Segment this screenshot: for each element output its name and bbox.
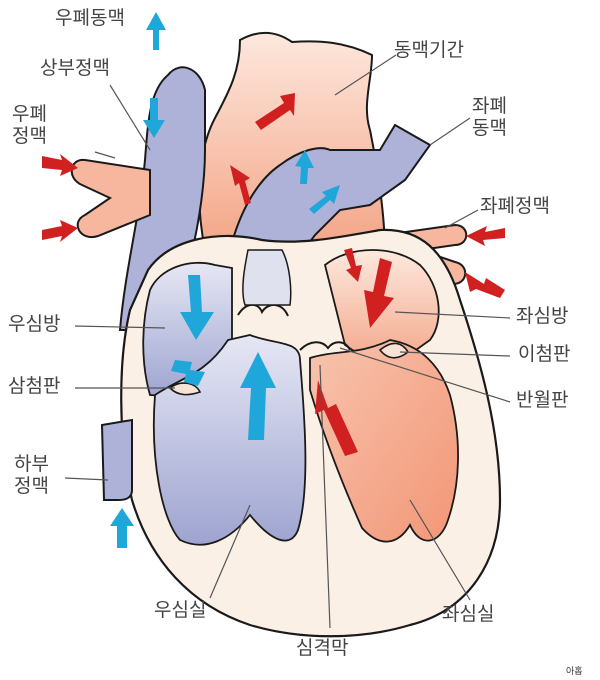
arrow-in-left-pulmonary-vein-bottom <box>465 272 505 298</box>
semilunar-valve-left <box>299 341 351 351</box>
label-superior-vena-cava: 상부정맥 <box>40 57 110 79</box>
arrow-up-aorta <box>255 93 295 130</box>
label-mitral-valve: 이첨판 <box>518 343 571 365</box>
arrow-down-right-atrium <box>180 275 214 340</box>
leader-lines <box>64 54 511 629</box>
arrow-down-superior-vena-cava <box>143 98 165 138</box>
label-septum: 심격막 <box>296 637 349 659</box>
arrow-up-ascending-aorta <box>230 165 251 205</box>
arrow-up-pulmonary-artery <box>146 12 166 50</box>
label-right-atrium: 우심방 <box>8 313 61 335</box>
arrow-curl-right-atrium <box>171 360 205 386</box>
label-tricuspid-valve: 삼첨판 <box>8 375 61 397</box>
left-ventricle-chamber <box>309 339 459 543</box>
label-right-ventricle: 우심실 <box>154 599 207 621</box>
arrow-in-right-pulmonary-vein-bottom <box>42 220 78 242</box>
arrow-pulmonary-left <box>309 185 340 214</box>
blue-flow-arrows <box>110 12 340 548</box>
arrow-in-left-pulmonary-vein-top <box>466 226 505 246</box>
label-left-pulmonary-vein: 좌폐정맥 <box>480 195 550 217</box>
tricuspid-valve <box>168 382 202 396</box>
red-flow-arrows <box>42 93 505 456</box>
label-inferior-vena-cava: 하부 정맥 <box>14 453 49 497</box>
label-aorta: 동맥기간 <box>394 39 464 61</box>
label-left-pulmonary-artery: 좌폐 동맥 <box>472 95 507 139</box>
arrow-up-inferior-vena-cava <box>110 508 134 548</box>
inferior-vena-cava <box>100 418 133 501</box>
label-left-atrium: 좌심방 <box>516 305 569 327</box>
label-right-pulmonary-vein: 우폐 정맥 <box>12 103 47 147</box>
label-semilunar-valve: 반월판 <box>516 389 569 411</box>
arrow-down-left-atrium-large <box>364 258 394 328</box>
label-right-pulmonary-artery: 우폐동맥 <box>55 7 125 29</box>
arrow-up-right-ventricle <box>240 352 276 440</box>
arrow-down-left-atrium-small <box>344 248 362 282</box>
semilunar-valve-right <box>237 303 289 317</box>
arrow-up-left-ventricle <box>315 380 358 456</box>
label-left-ventricle: 좌심실 <box>442 603 495 625</box>
arrow-in-right-pulmonary-vein-top <box>42 154 78 176</box>
pulmonary-valve-area <box>242 249 292 306</box>
image-credit: 아홉 <box>566 667 583 677</box>
arrow-into-pulmonary-trunk <box>295 150 314 184</box>
